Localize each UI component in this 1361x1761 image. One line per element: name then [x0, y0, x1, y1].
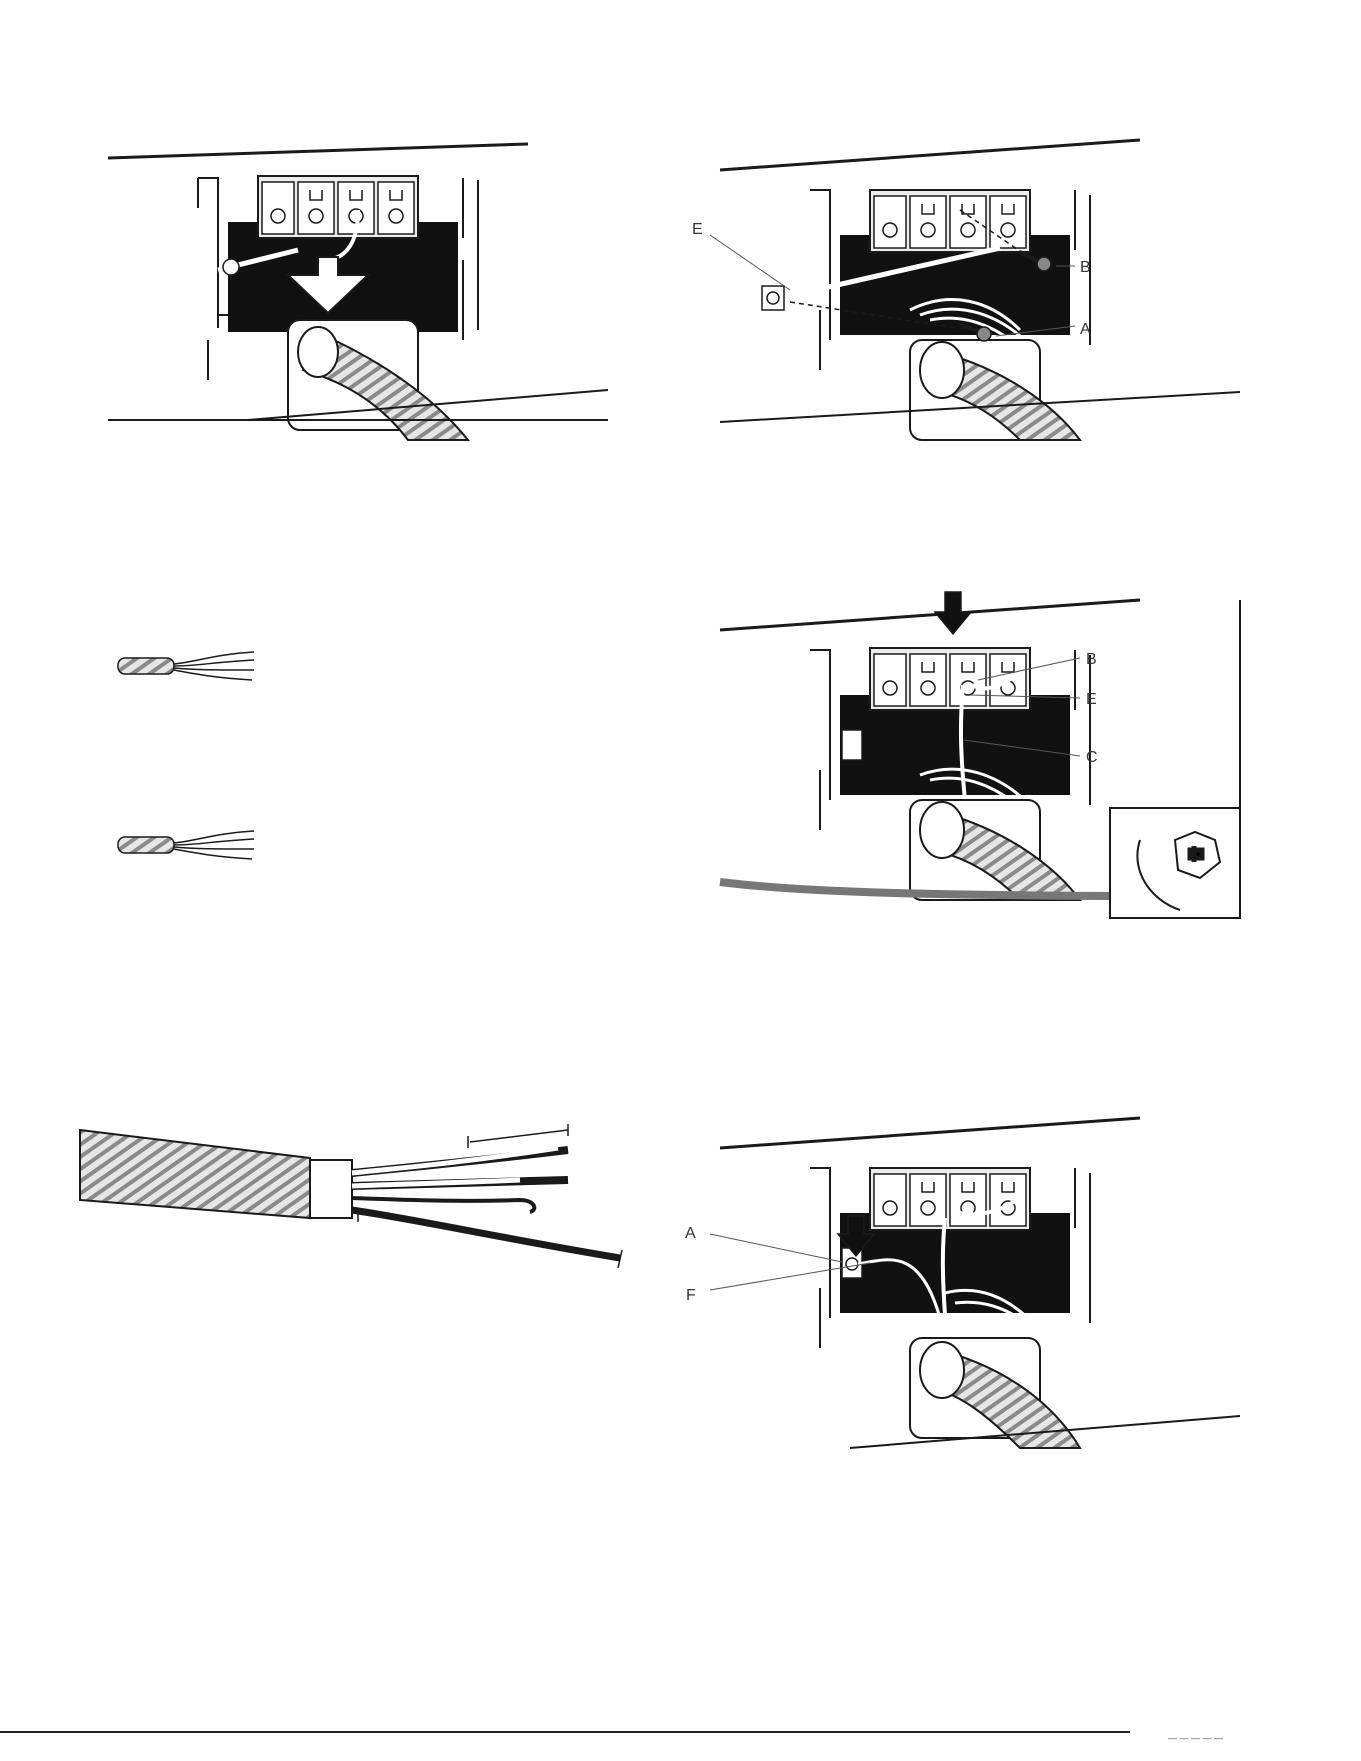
label-e: E — [692, 221, 703, 238]
figure-strain-relief-removal: E B A — [720, 140, 1240, 430]
figure-twisted-wire-2 — [116, 825, 256, 865]
label-b: B — [1080, 259, 1091, 276]
label-b: B — [1086, 651, 1097, 668]
figure-ground-wire-connection: A F — [720, 1118, 1240, 1463]
label-a: A — [1080, 321, 1091, 338]
label-e: E — [1086, 691, 1097, 708]
label-c: C — [1086, 749, 1098, 766]
figure-cord-removal — [108, 140, 608, 425]
figure-stripped-cord — [80, 1118, 640, 1273]
label-f: F — [686, 1287, 696, 1304]
figure-neutral-wire-connection: B E C — [720, 600, 1260, 910]
figure-twisted-wire-1 — [116, 646, 256, 686]
footer-text: — — — — — — [1168, 1733, 1223, 1743]
footer-rule — [0, 1731, 1130, 1733]
label-a: A — [685, 1225, 696, 1242]
